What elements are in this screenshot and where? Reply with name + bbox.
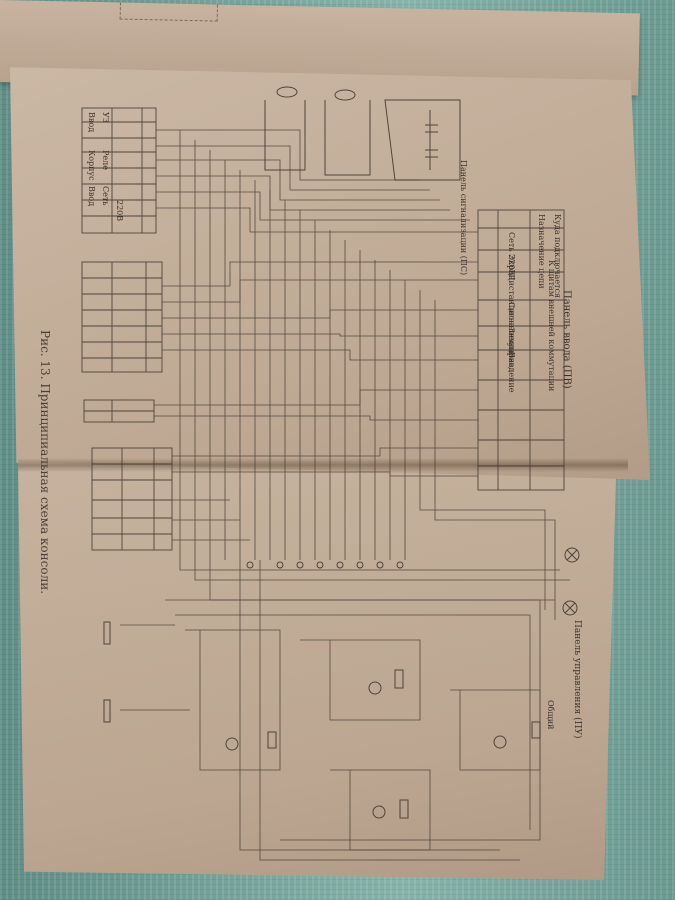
- middle-left-table: [81, 261, 163, 373]
- top-table-row-4: Ввод: [87, 186, 96, 207]
- top-table-row-0: Ввод: [87, 112, 96, 133]
- signal-lamp-1: [564, 547, 580, 563]
- lamp-top-left: [276, 86, 298, 98]
- common-label: Общий: [546, 700, 555, 730]
- lamp-top-right: [334, 89, 356, 101]
- right-table-header-1: Куда подключается: [553, 214, 562, 299]
- lower-page: [18, 462, 616, 880]
- lower-left-table: [91, 447, 173, 551]
- connector-row: [246, 561, 404, 569]
- top-table-row-2: Корпус: [87, 150, 96, 181]
- fuse-1: [103, 621, 111, 645]
- wire-bundle: [120, 129, 570, 861]
- right-table-row-5: Ввод: [507, 352, 516, 373]
- signal-panel-label: Панель сигнализации (ПС): [459, 160, 468, 276]
- top-left-table: [81, 107, 157, 234]
- right-table-header-0: Назначение цепи: [537, 214, 546, 289]
- top-left-table-rows: [82, 121, 156, 217]
- input-panel-label: Панель ввода (ПВ): [561, 290, 572, 389]
- top-table-row-1: УЗ: [101, 112, 110, 123]
- fuse-2: [103, 699, 111, 723]
- top-table-row-5: Сеть: [101, 186, 110, 206]
- components: [103, 86, 580, 819]
- control-panel-label: Панель управления (ПУ): [572, 620, 582, 739]
- top-table-row-3: Реле: [101, 150, 110, 170]
- book-fold: [18, 458, 628, 472]
- figure-caption: Рис. 13. Принципиальная схема консоли.: [38, 330, 52, 595]
- top-table-row-6: 220В: [115, 200, 124, 222]
- signal-lamp-2: [562, 600, 578, 616]
- right-table-row-4: Земля: [507, 328, 516, 355]
